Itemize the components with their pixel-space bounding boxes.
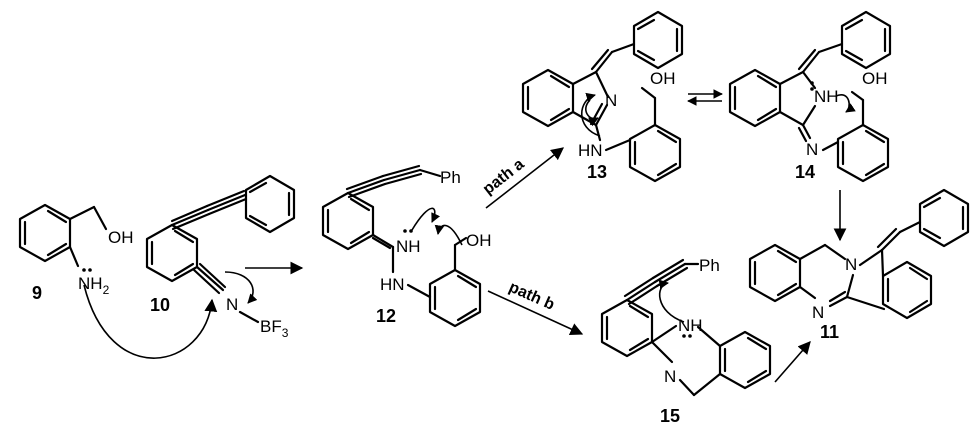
- oh-label-12: OH: [466, 231, 492, 250]
- n-label-14: N: [806, 140, 818, 159]
- nh2-label-9: NH2: [78, 274, 110, 297]
- path-a-label: path a: [480, 156, 528, 198]
- arrow-path-a: [485, 147, 565, 209]
- hn-label-13: HN: [578, 141, 603, 160]
- nh-label-12: NH: [396, 237, 421, 256]
- compound-label-11: 11: [820, 322, 839, 342]
- compound-12-structure: Ph NH HN OH 12: [321, 164, 492, 328]
- hn-label-12: HN: [380, 275, 405, 294]
- ph-label-15: Ph: [699, 256, 720, 275]
- curved-arrow-9-to-10: [83, 284, 218, 359]
- arrow-15-to-11: [774, 341, 811, 383]
- compound-label-15: 15: [660, 406, 680, 426]
- curved-arrow-12a: [411, 207, 441, 231]
- equilibrium-arrows-13-14: [687, 89, 723, 106]
- compound-15-structure: Ph NH N 15: [600, 256, 772, 426]
- nh-label-15: NH: [678, 316, 703, 335]
- n-label-15: N: [664, 367, 676, 386]
- curved-arrow-15: [658, 279, 685, 323]
- compound-label-9: 9: [32, 283, 42, 303]
- compound-9-structure: OH NH2 9: [18, 203, 134, 303]
- curved-arrow-n-to-bf3: [224, 271, 258, 304]
- arrow-path-b: [487, 290, 584, 336]
- oh-label-9: OH: [108, 228, 134, 247]
- path-b-label: path b: [506, 279, 557, 314]
- bf3-label: BF3: [260, 317, 289, 340]
- curved-arrow-13b: [585, 99, 599, 127]
- compound-14-structure: NH N OH 14: [728, 10, 892, 183]
- n-label-10: N: [226, 295, 238, 314]
- nh-label-14: NH: [814, 87, 839, 106]
- compound-label-14: 14: [795, 162, 815, 182]
- compound-13-structure: N HN OH 13: [521, 10, 684, 183]
- oh-label-14: OH: [862, 69, 888, 88]
- compound-label-12: 12: [376, 306, 396, 326]
- curved-arrow-12b: [434, 224, 463, 246]
- n-label-11-top: N: [845, 255, 857, 274]
- compound-label-10: 10: [150, 295, 170, 315]
- curved-arrow-14a: [835, 94, 856, 113]
- oh-label-13: OH: [650, 69, 676, 88]
- compound-10-structure: N BF3 10: [145, 174, 296, 340]
- curved-arrow-13a: [581, 92, 601, 137]
- n-label-13: N: [605, 91, 617, 110]
- compound-label-13: 13: [587, 162, 607, 182]
- ph-label-12: Ph: [440, 168, 461, 187]
- n-label-11-bottom: N: [812, 303, 824, 322]
- compound-11-structure: N N 11: [748, 188, 970, 342]
